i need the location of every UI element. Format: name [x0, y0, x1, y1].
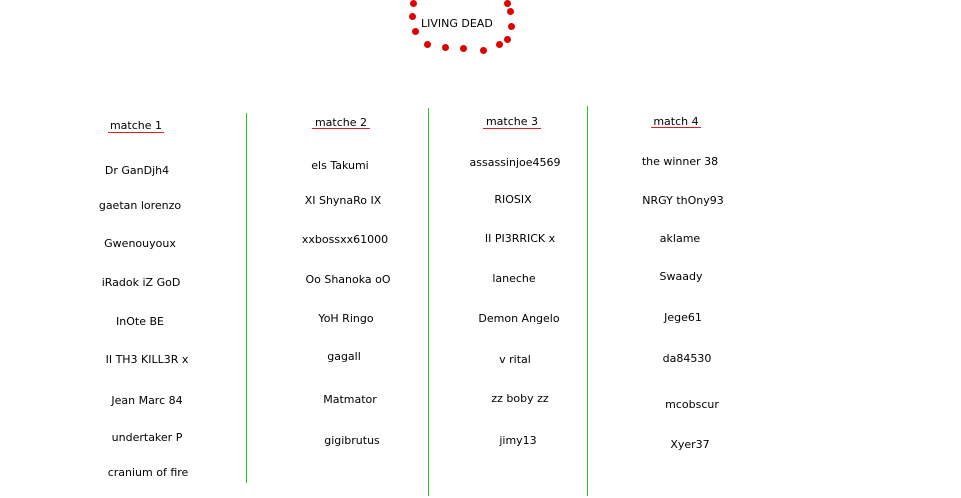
- player-name: RIOSIX: [494, 193, 532, 206]
- logo-dot: [507, 8, 514, 15]
- player-name: Demon Angelo: [478, 312, 560, 325]
- player-name: da84530: [662, 352, 712, 365]
- logo-dot: [424, 41, 431, 48]
- player-name: Swaady: [659, 270, 703, 283]
- player-name: jimy13: [499, 434, 537, 447]
- match-header-underline: [651, 127, 701, 128]
- logo-dot: [504, 0, 511, 7]
- player-name: Matmator: [323, 393, 377, 406]
- player-name: InOte BE: [116, 315, 164, 328]
- player-name: assassinjoe4569: [469, 156, 561, 169]
- logo-dot: [442, 44, 449, 51]
- player-name: gaetan lorenzo: [98, 199, 182, 212]
- column-divider: [246, 113, 247, 483]
- player-name: Xyer37: [670, 438, 710, 451]
- match-header: match 4: [653, 115, 699, 128]
- player-name: Jege61: [664, 311, 702, 324]
- logo-dot: [508, 23, 515, 30]
- player-name: YoH Ringo: [318, 312, 374, 325]
- player-name: cranium of fire: [107, 466, 189, 479]
- player-name: els Takumi: [311, 159, 369, 172]
- match-header-underline: [483, 128, 541, 129]
- player-name: the winner 38: [641, 155, 719, 168]
- player-name: II TH3 KILL3R x: [105, 353, 189, 366]
- player-name: v rital: [499, 353, 531, 366]
- player-name: Dr GanDjh4: [104, 164, 170, 177]
- column-divider: [428, 108, 429, 496]
- match-header: matche 2: [314, 116, 368, 129]
- player-name: zz boby zz: [491, 392, 549, 405]
- logo-text: LIVING DEAD: [421, 17, 493, 30]
- player-name: undertaker P: [111, 431, 183, 444]
- player-name: XI ShynaRo IX: [304, 194, 382, 207]
- logo-dot: [412, 28, 419, 35]
- player-name: II PI3RRICK x: [484, 232, 556, 245]
- logo-dot: [480, 47, 487, 54]
- player-name: aklame: [659, 232, 701, 245]
- player-name: Gwenouyoux: [104, 237, 176, 250]
- logo-dot: [504, 36, 511, 43]
- player-name: mcobscur: [665, 398, 719, 411]
- player-name: Jean Marc 84: [111, 394, 183, 407]
- logo-dot: [496, 41, 503, 48]
- player-name: Oo Shanoka oO: [305, 273, 391, 286]
- player-name: laneche: [492, 272, 536, 285]
- column-divider: [587, 106, 588, 496]
- player-name: xxbossxx61000: [301, 233, 389, 246]
- match-header: matche 3: [485, 115, 539, 128]
- logo-dot: [409, 13, 416, 20]
- player-name: NRGY thOny93: [642, 194, 724, 207]
- match-header: matche 1: [109, 119, 163, 132]
- player-name: gagall: [327, 350, 361, 363]
- logo-dot: [410, 0, 417, 7]
- player-name: iRadok iZ GoD: [101, 276, 181, 289]
- logo-dot: [460, 45, 467, 52]
- match-header-underline: [312, 128, 370, 129]
- player-name: gigibrutus: [324, 434, 380, 447]
- match-header-underline: [108, 132, 164, 133]
